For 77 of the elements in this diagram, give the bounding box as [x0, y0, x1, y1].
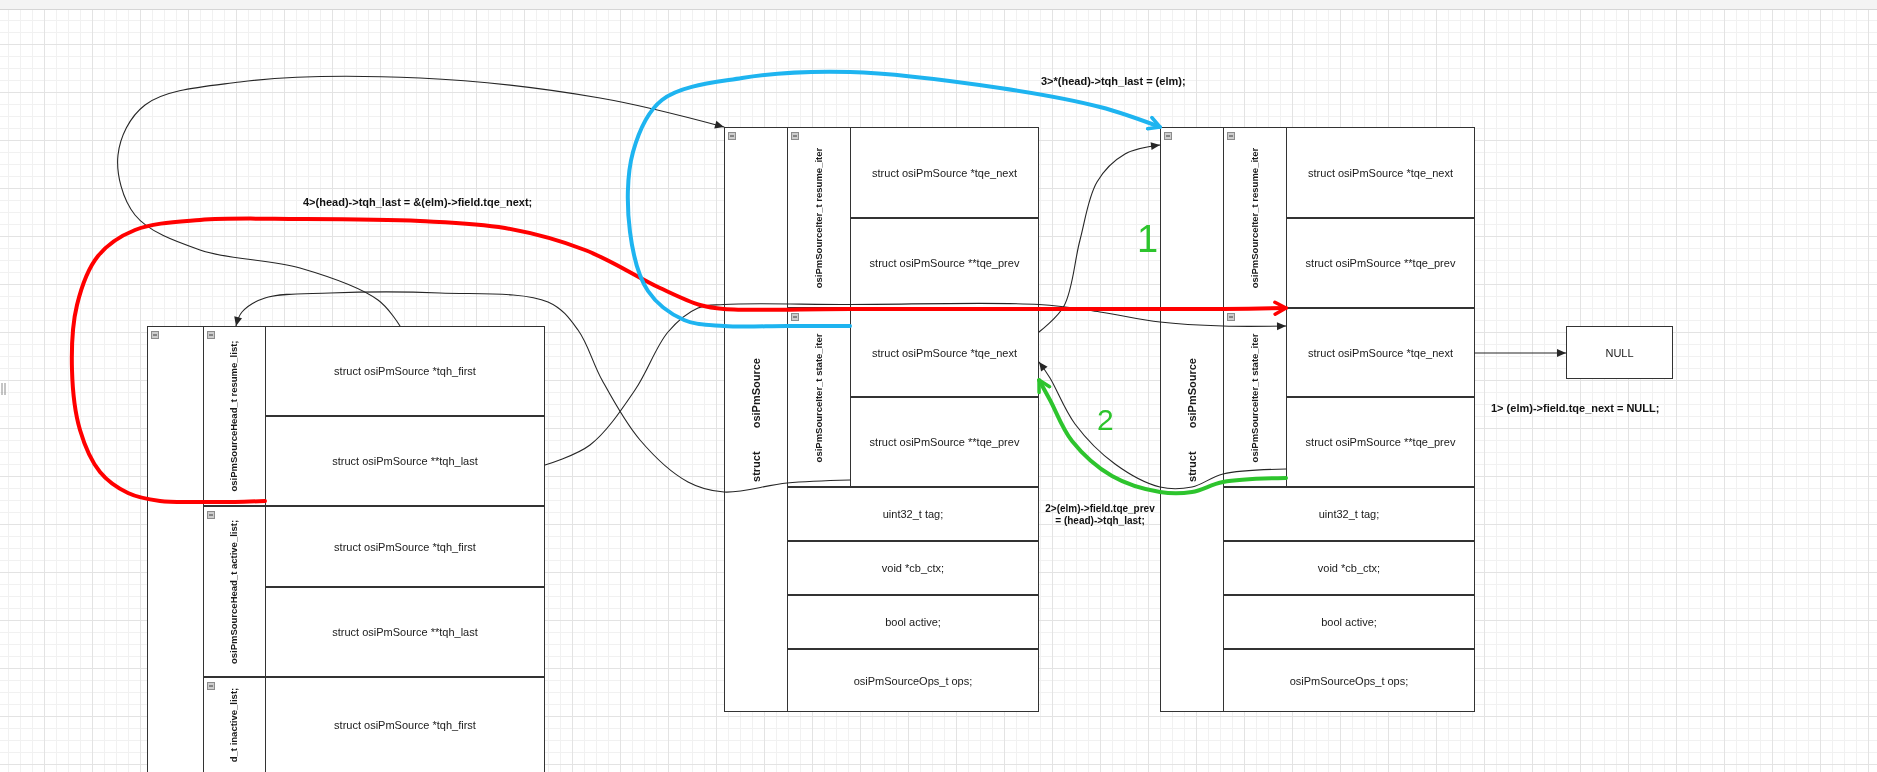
- field-text: struct osiPmSource *tqh_first: [334, 540, 476, 553]
- field-row: [787, 541, 1039, 595]
- field-text: uint32_t tag;: [882, 507, 944, 521]
- step-annotation: 2>(elm)->field.tqe_prev = (head)->tqh_last;: [1044, 503, 1156, 527]
- value-box: [1566, 326, 1673, 379]
- connector-arrow: [544, 302, 1287, 466]
- struct-type-label: struct osiPmSource: [1185, 357, 1198, 482]
- field-text: void *cb_ctx;: [1317, 561, 1381, 575]
- step-annotation: 3>*(head)->tqh_last = (elm);: [1041, 75, 1186, 89]
- field-text: struct osiPmSource *tqe_next: [872, 166, 1017, 179]
- struct-container: [147, 326, 545, 772]
- member-group: [203, 506, 545, 677]
- field-row: [850, 308, 1039, 397]
- step-annotation: 1> (elm)->field.tqe_next = NULL;: [1491, 402, 1660, 416]
- hand-drawn-arrow: [1037, 378, 1288, 496]
- connector-arrow: [1038, 361, 1287, 490]
- field-row: [1286, 308, 1475, 397]
- field-text: struct osiPmSource *tqe_next: [872, 346, 1017, 359]
- field-row: [1286, 218, 1475, 308]
- field-row: [787, 649, 1039, 712]
- member-group: [203, 326, 545, 506]
- field-row: [1286, 397, 1475, 487]
- connector-arrow: [1038, 142, 1161, 333]
- member-label: osiPmSourceIter_t resume_iter: [1249, 147, 1260, 288]
- field-text: struct osiPmSource *tqe_next: [1308, 346, 1453, 359]
- field-row: [1286, 127, 1475, 218]
- member-group: [1223, 127, 1475, 308]
- step-number: 1: [1137, 220, 1159, 258]
- connector-arrow: [117, 75, 725, 327]
- field-row: [265, 587, 545, 677]
- field-text: struct osiPmSource **tqe_prev: [869, 256, 1020, 270]
- field-text: osiPmSourceOps_t ops;: [853, 674, 973, 687]
- struct-container: [1160, 127, 1475, 712]
- struct-type-label: struct osiPmSource: [749, 357, 762, 482]
- member-label: osiPmSourceHead_t resume_list;: [228, 340, 240, 492]
- field-row: [1223, 541, 1475, 595]
- field-text: struct osiPmSource **tqe_prev: [869, 435, 1020, 449]
- field-text: struct osiPmSource **tqe_prev: [1305, 435, 1456, 449]
- field-text: bool active;: [1321, 615, 1377, 629]
- member-label: osiPmSourceHead_t active_list;: [228, 519, 240, 664]
- field-row: [1223, 487, 1475, 541]
- field-text: uint32_t tag;: [1318, 507, 1380, 521]
- field-row: [850, 127, 1039, 218]
- connector-arrow: [1474, 349, 1567, 357]
- step-annotation: 4>(head)->tqh_last = &(elm)->field.tqe_next;: [303, 196, 533, 210]
- member-label: d_t inactive_list;: [228, 687, 240, 762]
- field-row: [850, 397, 1039, 487]
- member-group: [203, 677, 545, 772]
- field-text: struct osiPmSource **tqh_last: [332, 454, 478, 468]
- hand-drawn-arrow: [69, 216, 1288, 505]
- field-text: void *cb_ctx;: [881, 561, 945, 575]
- member-group: [787, 308, 1039, 487]
- value-text: NULL: [1605, 346, 1634, 359]
- field-row: [265, 326, 545, 416]
- struct-container: [724, 127, 1039, 712]
- field-text: struct osiPmSource **tqh_last: [332, 625, 478, 639]
- field-row: [1223, 595, 1475, 649]
- member-label: osiPmSourceIter_t state_iter: [813, 333, 824, 462]
- field-row: [850, 218, 1039, 308]
- member-group: [1223, 308, 1475, 487]
- connector-arrow: [234, 291, 851, 493]
- step-number: 2: [1097, 405, 1114, 435]
- hand-drawn-arrow: [625, 69, 1162, 329]
- field-row: [265, 506, 545, 587]
- field-text: struct osiPmSource *tqe_next: [1308, 166, 1453, 179]
- field-text: struct osiPmSource *tqh_first: [334, 718, 476, 732]
- field-text: bool active;: [885, 615, 941, 629]
- field-row: [1223, 649, 1475, 712]
- member-label: osiPmSourceIter_t state_iter: [1249, 333, 1260, 462]
- field-row: [787, 487, 1039, 541]
- field-text: struct osiPmSource **tqe_prev: [1305, 256, 1456, 270]
- member-group: [787, 127, 1039, 308]
- field-row: [265, 416, 545, 506]
- field-text: struct osiPmSource *tqh_first: [334, 364, 476, 378]
- field-row: [787, 595, 1039, 649]
- member-label: osiPmSourceIter_t resume_iter: [813, 147, 824, 288]
- field-text: osiPmSourceOps_t ops;: [1289, 674, 1409, 687]
